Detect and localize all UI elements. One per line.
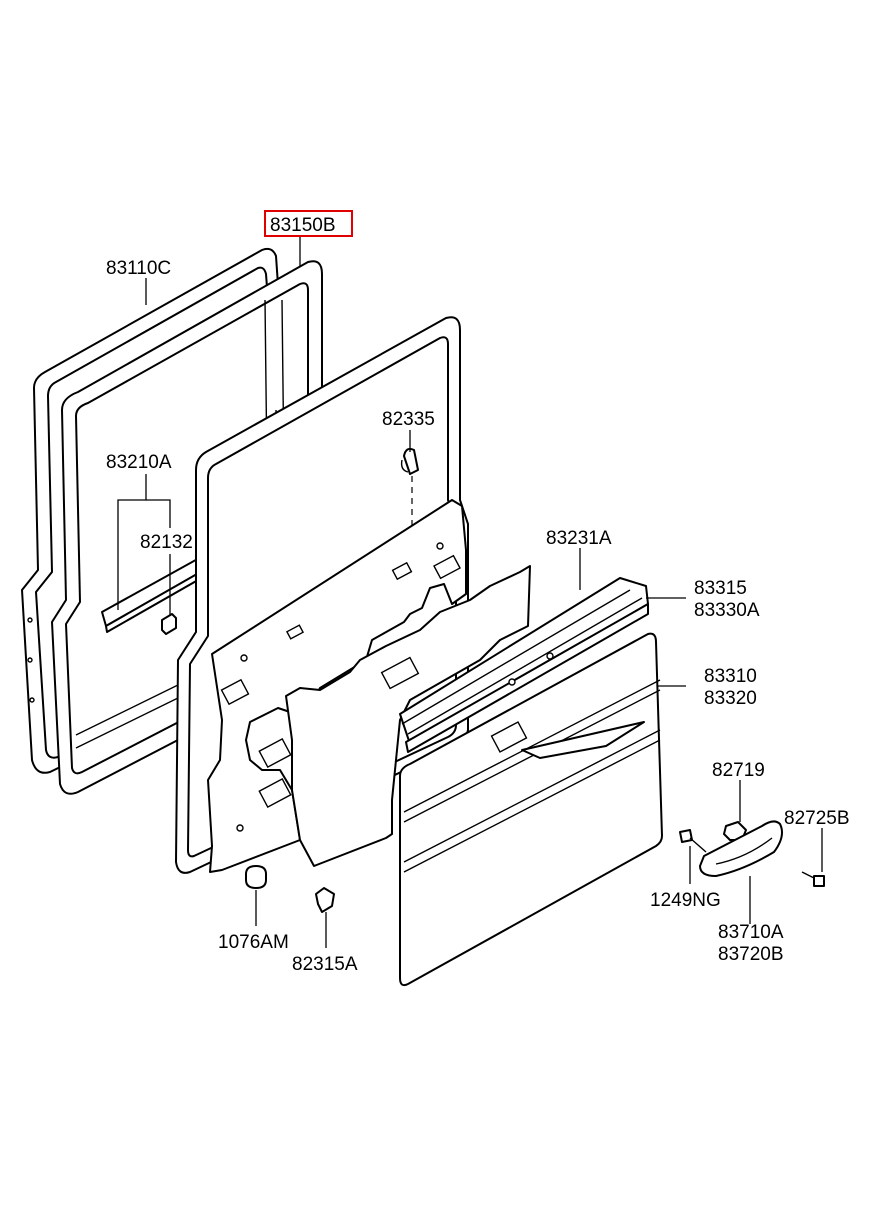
label-82315a[interactable]: 82315A (292, 954, 358, 975)
label-1076am[interactable]: 1076AM (218, 932, 289, 953)
label-83231a[interactable]: 83231A (546, 528, 612, 549)
armrest-83710a[interactable] (699, 820, 783, 877)
leader-lines (117, 236, 823, 948)
part-labels: 83150B 83110C 82335 83210A 82132 83231A … (106, 215, 850, 975)
label-83315[interactable]: 83315 (694, 578, 747, 599)
label-83150b[interactable]: 83150B (270, 215, 336, 236)
label-83710a[interactable]: 83710A (718, 922, 784, 943)
screw-1249ng[interactable] (679, 829, 707, 853)
label-82132[interactable]: 82132 (140, 532, 193, 553)
clip-82132[interactable] (161, 613, 177, 635)
highlight-box (264, 210, 353, 237)
label-83720b[interactable]: 83720B (718, 944, 784, 965)
door-trim-panel-83310[interactable] (399, 632, 663, 987)
label-82725b[interactable]: 82725B (784, 808, 850, 829)
label-83330a[interactable]: 83330A (694, 600, 760, 621)
label-83110c[interactable]: 83110C (106, 258, 171, 279)
label-83210a[interactable]: 83210A (106, 452, 172, 473)
screw-82725b[interactable] (801, 871, 825, 887)
label-83310[interactable]: 83310 (704, 666, 757, 687)
door-inner-panel[interactable] (207, 499, 467, 873)
label-82335[interactable]: 82335 (382, 409, 435, 430)
plug-1076am[interactable] (245, 865, 267, 889)
garnish-strip-83315[interactable] (399, 577, 649, 753)
fastener-82315a[interactable] (315, 887, 335, 913)
vapor-barrier-83231a[interactable] (285, 565, 531, 867)
label-83320[interactable]: 83320 (704, 688, 757, 709)
label-1249ng[interactable]: 1249NG (650, 890, 721, 911)
label-82719[interactable]: 82719 (712, 760, 765, 781)
